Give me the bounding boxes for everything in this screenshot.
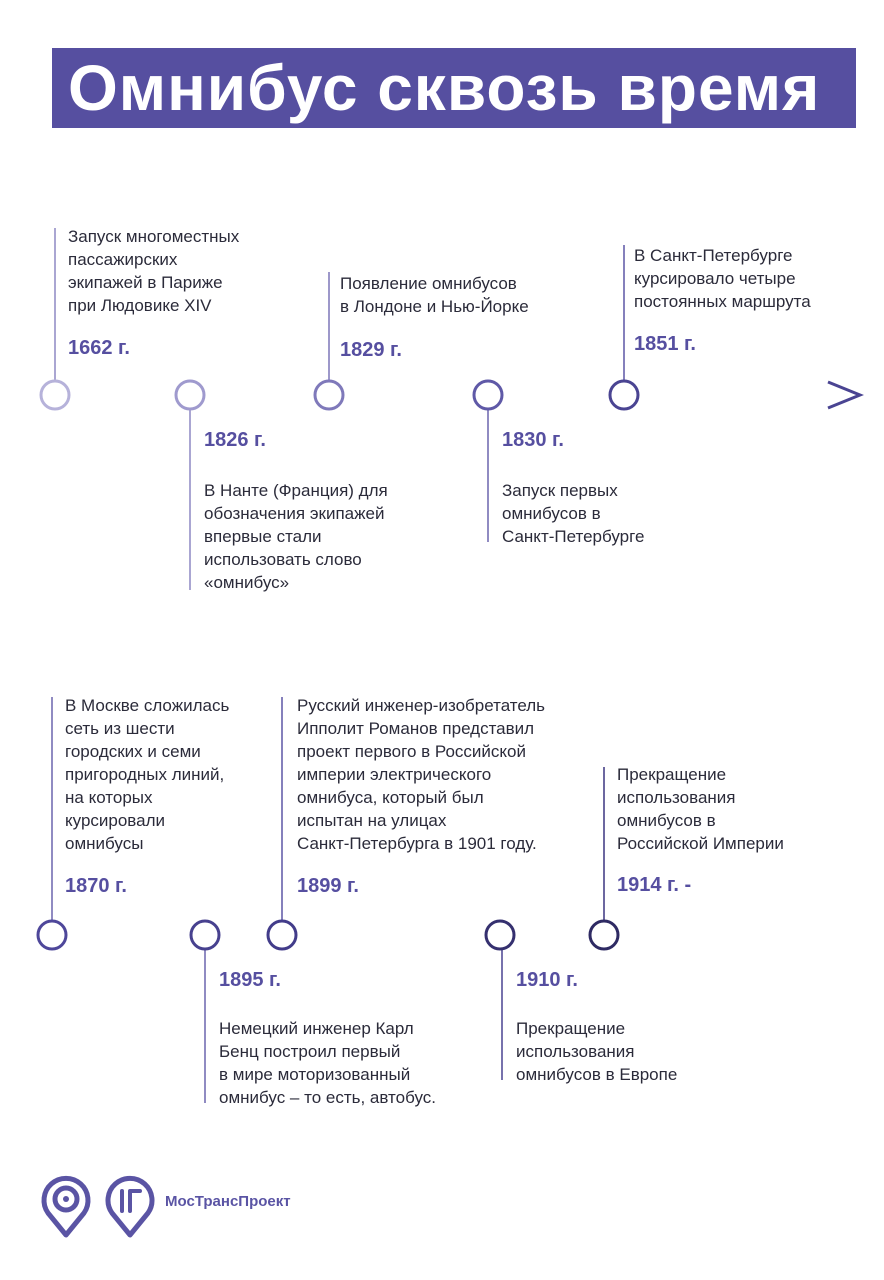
timeline-node [266,919,298,951]
footer-logos [41,1175,155,1238]
timeline-node [36,919,68,951]
timeline-node [472,379,504,411]
event-year: 1870 г. [65,875,127,897]
timeline-arrow-icon [827,380,864,410]
event-year: 1851 г. [634,333,696,355]
event-year: 1662 г. [68,337,130,359]
event-year: 1830 г. [502,429,564,451]
timeline-node [484,919,516,951]
event-year: 1910 г. [516,969,578,991]
page-title: Омнибус сквозь время [68,52,821,124]
timeline-node [608,379,640,411]
map-pin-mg-icon [105,1175,155,1238]
event-year: 1826 г. [204,429,266,451]
timeline-node [588,919,620,951]
event-year: 1895 г. [219,969,281,991]
event-year: 1914 г. - [617,874,692,896]
event-year: 1829 г. [340,339,402,361]
timeline-node [313,379,345,411]
timeline-node [39,379,71,411]
event-year: 1899 г. [297,875,359,897]
brand-name: МосТрансПроект [165,1193,291,1210]
timeline-node [189,919,221,951]
title-banner: Омнибус сквозь время [52,48,856,128]
map-pin-target-icon [41,1175,91,1238]
timeline-node [174,379,206,411]
